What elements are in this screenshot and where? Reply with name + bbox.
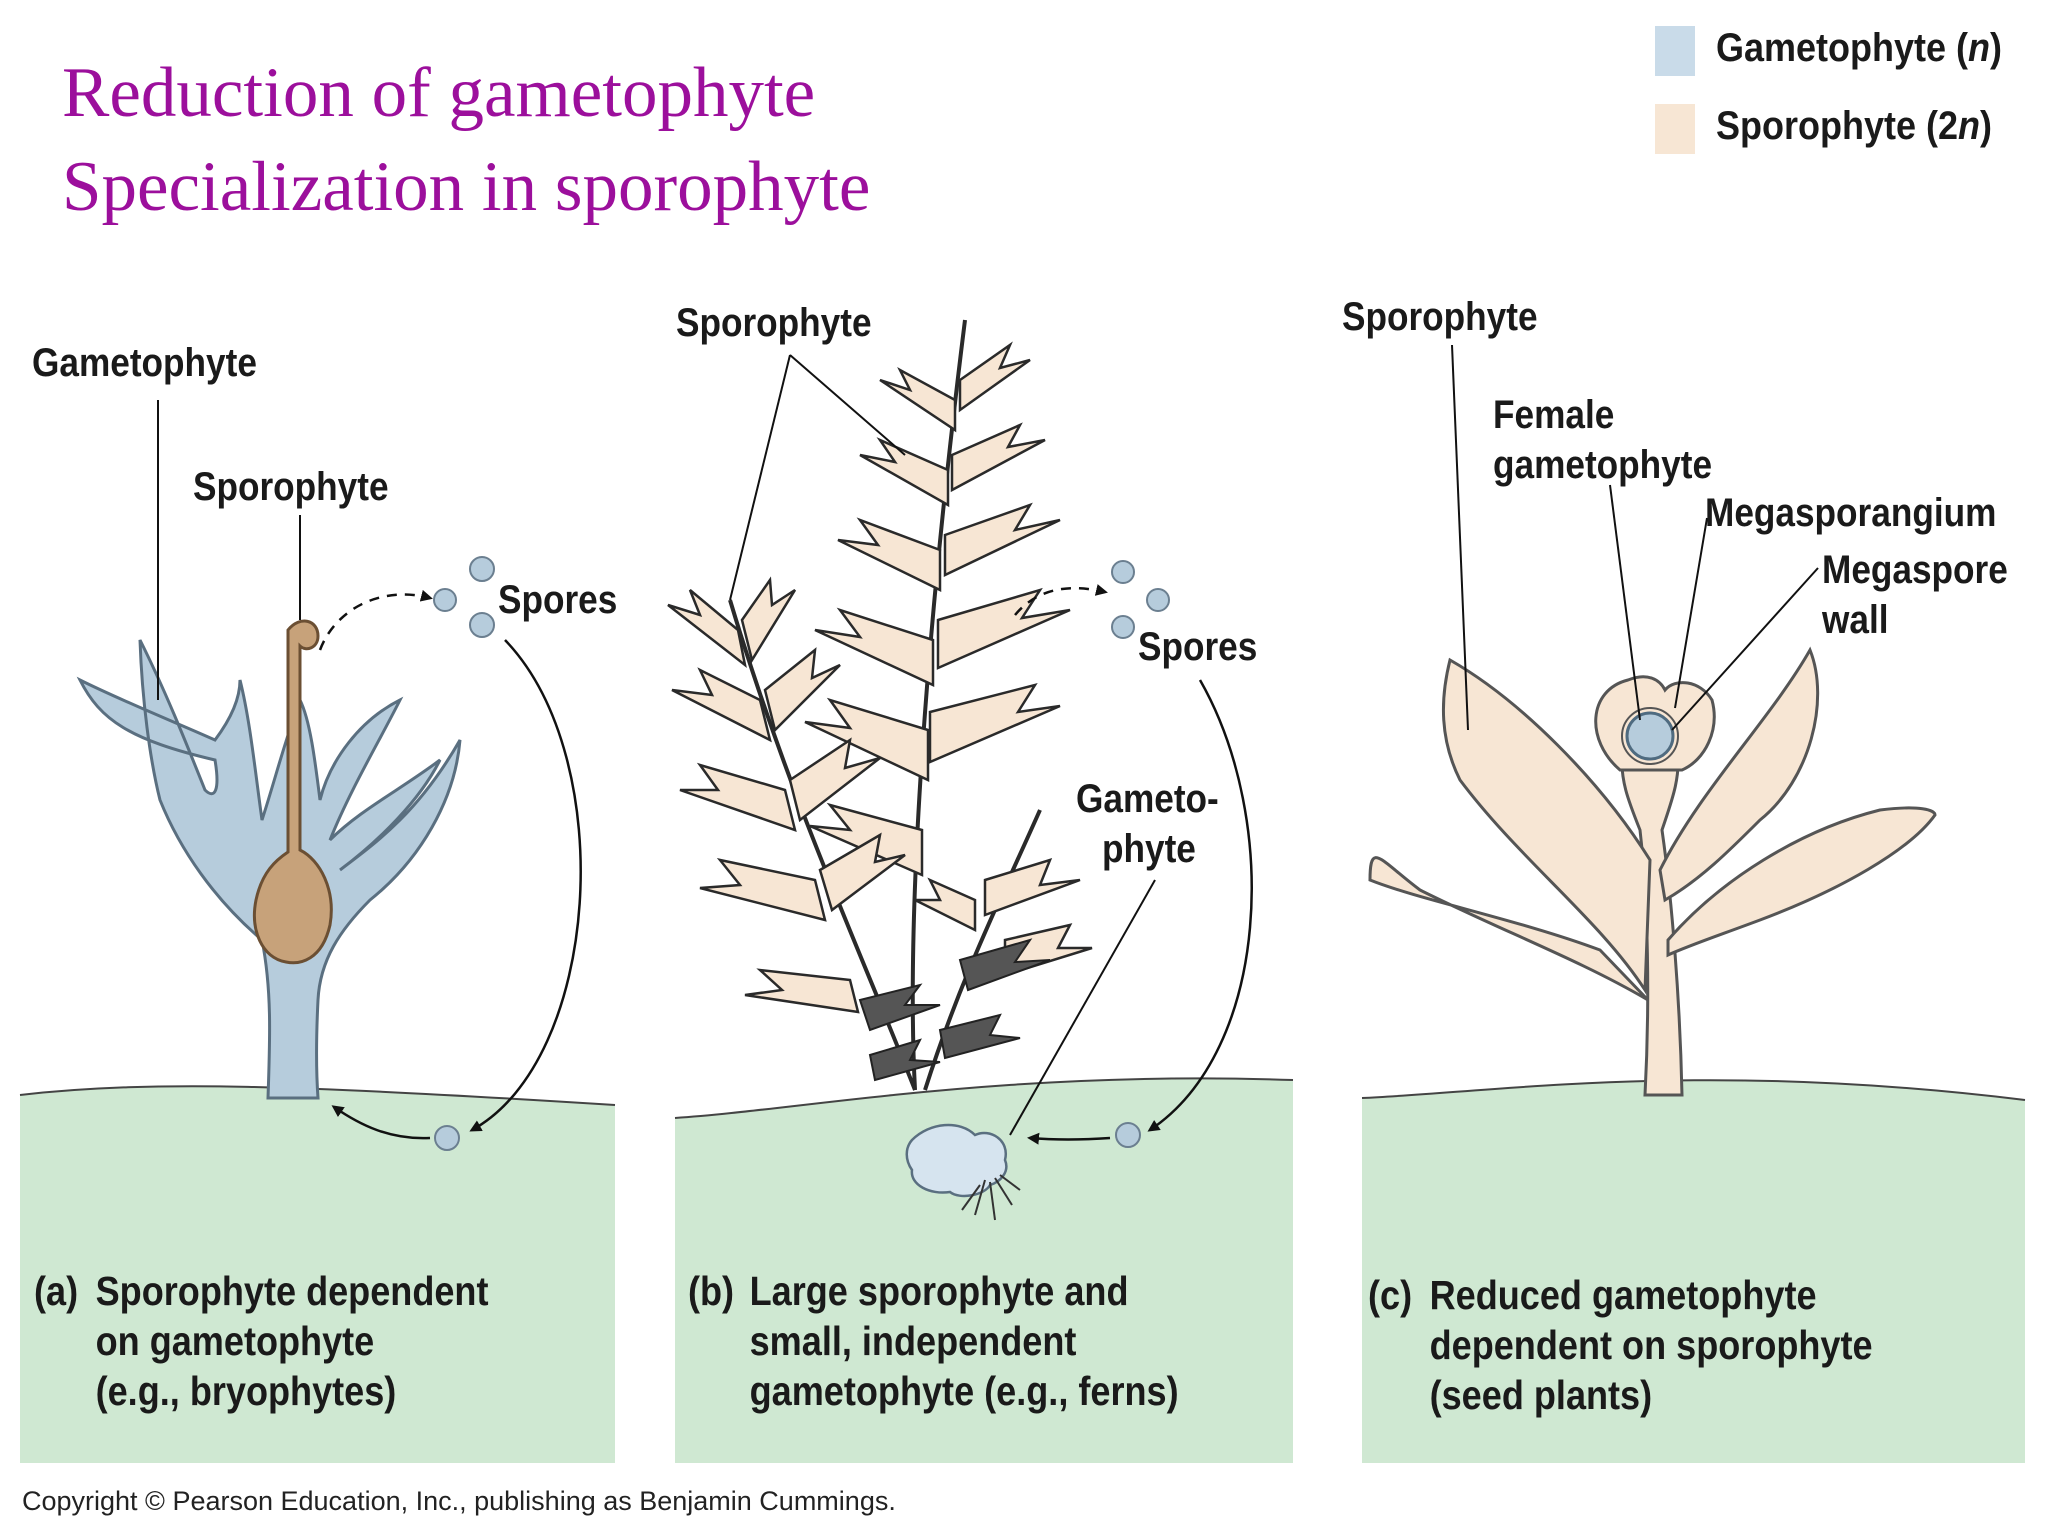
caption-c-tag: (c)	[1368, 1272, 1413, 1318]
megaspore-wall-ring	[1621, 707, 1679, 765]
caption-b-tag: (b)	[688, 1268, 735, 1314]
caption-a-line-1: Sporophyte dependent	[95, 1268, 489, 1314]
ground-panel-c-edge	[1361, 1079, 2026, 1101]
label-c-female-1: Female	[1493, 393, 1615, 437]
female-gametophyte	[1625, 711, 1675, 761]
fern-shaded-fronds	[858, 938, 1051, 1082]
label-b-sporophyte: Sporophyte	[676, 301, 872, 345]
spores-a	[433, 556, 495, 1151]
arrow-b-fall	[1147, 679, 1253, 1132]
fern-sporophyte	[667, 319, 1093, 1091]
label-a-sporophyte: Sporophyte	[193, 465, 389, 509]
legend-swatch-sporophyte	[1655, 104, 1695, 154]
caption-c-line-1: Reduced gametophyte	[1429, 1272, 1817, 1318]
leader-b-sporophyte-2	[789, 354, 906, 456]
caption-b-line-3: gametophyte (e.g., ferns)	[749, 1368, 1179, 1414]
fern-rhizoids	[961, 1174, 1021, 1221]
leader-c-megaspore-wall	[1671, 567, 1819, 731]
arrow-a-ground	[331, 1105, 431, 1140]
arrow-a-dispersal	[318, 589, 433, 651]
title-line-2: Specialization in sporophyte	[62, 148, 871, 226]
caption-a-line-2: on gametophyte	[95, 1318, 375, 1364]
caption-b-line-2: small, independent	[749, 1318, 1077, 1364]
caption-a-tag: (a)	[34, 1268, 79, 1314]
label-b-spores: Spores	[1138, 625, 1258, 669]
seed-plant-sporophyte	[1368, 646, 1937, 1097]
label-a-gametophyte: Gametophyte	[32, 341, 257, 385]
ground-panel-a	[20, 1086, 615, 1463]
label-c-female-2: gametophyte	[1493, 443, 1713, 487]
legend-swatch-gametophyte	[1655, 26, 1695, 76]
caption-a-line-3: (e.g., bryophytes)	[95, 1368, 397, 1414]
label-c-megaspore-1: Megaspore	[1822, 548, 2008, 592]
caption-b-line-1: Large sporophyte and	[749, 1268, 1129, 1314]
label-b-gametophyte-2: phyte	[1102, 827, 1196, 871]
legend-label-sporophyte: Sporophyte (2n)	[1716, 104, 1993, 148]
arrow-b-ground	[1027, 1132, 1111, 1145]
label-b-gametophyte-1: Gameto-	[1076, 777, 1219, 821]
label-a-spores: Spores	[498, 578, 618, 622]
spores-b	[1111, 560, 1170, 1148]
ground-panel-b	[675, 1078, 1293, 1463]
caption-c-line-2: dependent on sporophyte	[1429, 1322, 1873, 1368]
title-line-1: Reduction of gametophyte	[62, 54, 816, 132]
leader-c-sporophyte	[1451, 344, 1469, 731]
label-c-sporophyte: Sporophyte	[1342, 295, 1538, 339]
ground-panel-c	[1362, 1080, 2025, 1463]
leader-c-female	[1609, 484, 1641, 721]
label-c-megaspore-2: wall	[1822, 598, 1889, 642]
caption-c-line-3: (seed plants)	[1429, 1372, 1653, 1418]
leader-c-megasporangium	[1674, 517, 1708, 709]
ground-panel-a-edge	[19, 1085, 616, 1106]
ground-panel-b-edge	[674, 1077, 1294, 1119]
legend-label-gametophyte: Gametophyte (n)	[1716, 26, 2003, 70]
moss-sporophyte	[253, 619, 333, 965]
arrow-a-fall	[469, 639, 582, 1132]
leader-b-sporophyte-1	[729, 354, 791, 601]
label-c-megasporangium: Megasporangium	[1705, 491, 1997, 535]
leader-b-gametophyte	[1009, 879, 1156, 1136]
copyright-notice: Copyright © Pearson Education, Inc., pub…	[22, 1486, 896, 1516]
